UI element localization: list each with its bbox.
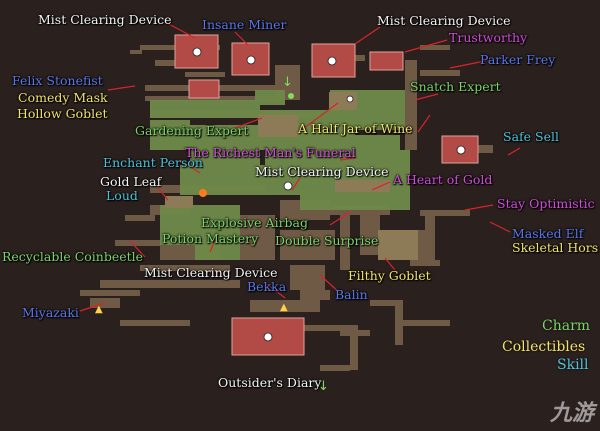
label-stay-optimistic: Stay Optimistic [497, 196, 595, 211]
label-mist-clearing-device-2: Mist Clearing Device [377, 13, 511, 28]
legend-skill: Skill [557, 357, 589, 373]
svg-text:↓: ↓ [282, 75, 293, 90]
label-skeletal-hors: Skeletal Hors [512, 240, 599, 255]
label-mist-clearing-device-3: Mist Clearing Device [255, 164, 389, 179]
label-insane-miner: Insane Miner [202, 17, 287, 32]
label-loud: Loud [106, 188, 138, 203]
svg-text:▲: ▲ [95, 304, 103, 315]
label-richest-mans-funeral: The Richest Man's Funeral [185, 145, 356, 160]
label-half-jar-of-wine: A Half Jar of Wine [298, 121, 413, 136]
watermark-logo: 九游 [549, 401, 594, 426]
label-balin: Balin [335, 287, 368, 302]
label-gold-leaf: Gold Leaf [100, 174, 162, 189]
legend-charm: Charm [542, 318, 591, 334]
room-markers [192, 47, 466, 342]
label-hollow-goblet: Hollow Goblet [17, 106, 108, 121]
label-double-surprise: Double Surprise [275, 233, 379, 248]
label-miyazaki: Miyazaki [22, 305, 79, 320]
label-explosive-airbag: Explosive Airbag [201, 215, 309, 230]
label-filthy-goblet: Filthy Goblet [348, 268, 431, 283]
waypoint-icons: ↓ ↓ ▲ ▲ [95, 75, 329, 394]
label-snatch-expert: Snatch Expert [410, 79, 501, 94]
label-enchant-person: Enchant Person [103, 155, 203, 170]
label-mist-clearing-device-4: Mist Clearing Device [144, 265, 278, 280]
legend-collectibles: Collectibles [502, 339, 586, 355]
label-bekka: Bekka [247, 279, 287, 294]
label-comedy-mask: Comedy Mask [18, 90, 108, 105]
label-masked-elf: Masked Elf [512, 226, 584, 241]
label-gardening-expert: Gardening Expert [135, 123, 249, 138]
label-heart-of-gold: A Heart of Gold [393, 172, 493, 187]
label-mist-clearing-device-1: Mist Clearing Device [38, 12, 172, 27]
label-recyclable-coinbeetle: Recyclable Coinbeetle [2, 249, 144, 264]
label-trustworthy: Trustworthy [449, 30, 528, 45]
leader-lines [79, 21, 521, 312]
label-outsiders-diary: Outsider's Diary [218, 375, 322, 390]
label-potion-mastery: Potion Mastery [162, 231, 259, 246]
svg-text:▲: ▲ [280, 302, 288, 313]
label-parker-frey: Parker Frey [480, 52, 556, 67]
label-felix-stonefist: Felix Stonefist [12, 73, 103, 88]
svg-text:↓: ↓ [318, 379, 329, 394]
room-details [165, 92, 418, 260]
label-safe-sell: Safe Sell [503, 129, 559, 144]
